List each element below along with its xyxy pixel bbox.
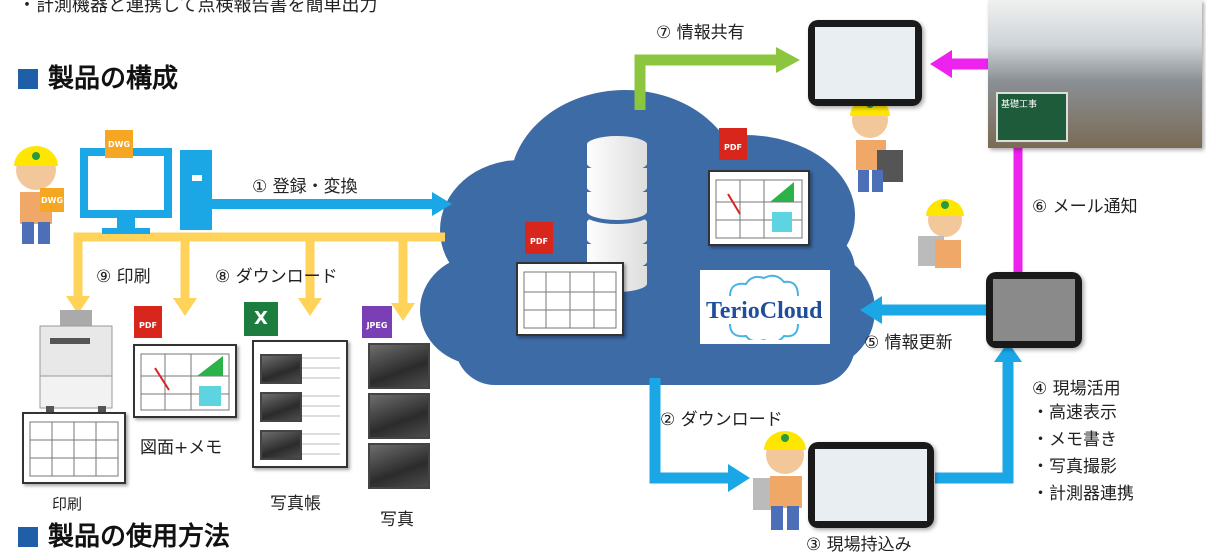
photo-thumbnail [260, 430, 302, 460]
section-title-usage-text: 製品の使用方法 [48, 522, 231, 552]
printer-icon [39, 310, 113, 414]
step-bring-site: ③ 現場持込み [806, 535, 912, 555]
step-site-use: ④ 現場活用 [1032, 379, 1121, 399]
drawing-document [708, 170, 810, 246]
section-title-composition-text: 製品の構成 [48, 64, 179, 94]
photo-thumbnail [368, 393, 430, 439]
dwg-file-icon: DWG [40, 188, 64, 212]
bullet-square-icon [18, 69, 38, 89]
photo-thumbnail [368, 343, 430, 389]
site-use-item: ・メモ書き [1032, 430, 1117, 450]
output-label-photo-book: 写真帳 [270, 494, 321, 514]
excel-icon: X [244, 302, 278, 336]
teriocloud-logo: TerioCloud [700, 270, 830, 344]
tablet-screen [815, 27, 915, 99]
section-title-composition: 製品の構成 [18, 58, 178, 95]
output-label-print: 印刷 [52, 495, 83, 513]
cloud-outline-icon [729, 323, 799, 340]
worker-icon-share [850, 98, 903, 192]
arrow-share [634, 54, 778, 110]
pdf-icon: PDF [719, 128, 747, 160]
arrow-site-use [935, 360, 1014, 484]
step-download-site: ② ダウンロード [660, 410, 783, 430]
step-share: ⑦ 情報共有 [656, 23, 745, 43]
drawing-document [516, 262, 624, 336]
tablet-update [986, 272, 1082, 348]
output-label-photo: 写真 [380, 510, 414, 530]
step-register: ① 登録・変換 [252, 177, 358, 197]
database-icon [583, 132, 651, 296]
tablet-screen [993, 279, 1075, 341]
photo-book-document [252, 340, 348, 468]
bullet-square-icon [18, 527, 38, 547]
printed-drawing [22, 412, 126, 484]
site-sign: 基礎工事 [996, 92, 1068, 142]
cloud-outline-icon [729, 274, 799, 297]
site-use-list: ・高速表示 ・メモ書き ・写真撮影 ・計測器連携 [1032, 400, 1134, 508]
teriocloud-logo-text: TerioCloud [706, 298, 823, 324]
worker-icon-site [753, 431, 806, 530]
site-photo: 基礎工事 [988, 0, 1202, 148]
output-label-drawing-memo: 図面+メモ [140, 438, 223, 458]
tablet-screen [815, 449, 927, 521]
drawing-memo-document [133, 344, 237, 418]
photo-thumbnail [260, 392, 302, 422]
worker-icon-mail [918, 199, 964, 268]
site-use-item: ・写真撮影 [1032, 457, 1117, 477]
arrow-download-print [73, 232, 445, 305]
step-print: ⑨ 印刷 [96, 267, 151, 287]
site-sign-text: 基礎工事 [1001, 100, 1038, 110]
site-use-item: ・計測器連携 [1032, 484, 1134, 504]
tablet-site [808, 442, 934, 528]
section-title-usage: 製品の使用方法 [18, 516, 230, 553]
pc-icon [80, 148, 212, 234]
pdf-icon: PDF [134, 306, 162, 338]
step-update: ⑤ 情報更新 [864, 333, 953, 353]
photo-thumbnail [368, 443, 430, 489]
arrow-download-site [649, 378, 730, 484]
photo-thumbnail [260, 354, 302, 384]
pdf-icon: PDF [525, 222, 553, 254]
worker-icon-left [14, 146, 58, 244]
tablet-share [808, 20, 922, 106]
step-mail: ⑥ メール通知 [1032, 197, 1138, 217]
site-use-item: ・高速表示 [1032, 403, 1117, 423]
intro-line: ・計測機器と連携して点検報告書を簡単出力 [18, 0, 378, 16]
step-download-outputs: ⑧ ダウンロード [215, 267, 338, 287]
jpeg-icon: JPEG [362, 306, 392, 338]
dwg-file-icon: DWG [105, 130, 133, 158]
